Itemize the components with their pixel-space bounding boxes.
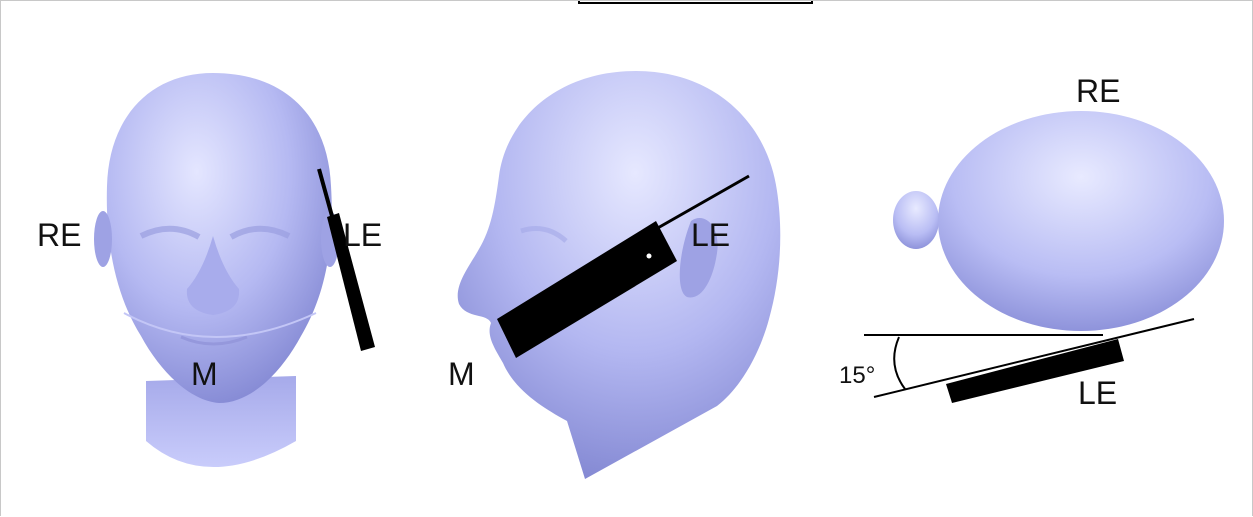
front-right-ear <box>94 211 112 267</box>
side-phone-dot <box>647 254 652 259</box>
tilt-angle-label: 15° <box>839 364 875 388</box>
front-left-ear-label: LE <box>343 219 382 251</box>
front-head <box>107 73 332 403</box>
side-mouth-label: M <box>448 358 475 390</box>
header-box <box>579 1 812 3</box>
front-view <box>94 73 375 467</box>
top-left-ear-label: LE <box>1078 377 1117 409</box>
top-head <box>938 111 1224 331</box>
front-mouth-label: M <box>191 358 218 390</box>
front-right-ear-label: RE <box>37 219 81 251</box>
side-view <box>458 71 781 479</box>
side-left-ear-label: LE <box>691 219 730 251</box>
top-nose <box>893 191 939 249</box>
angle-arc <box>894 337 905 389</box>
top-right-ear-label: RE <box>1076 75 1120 107</box>
top-view <box>864 111 1224 403</box>
tilted-line <box>874 319 1194 397</box>
